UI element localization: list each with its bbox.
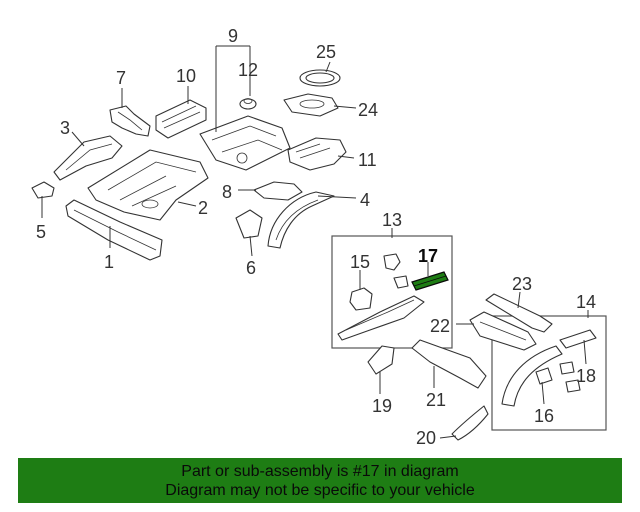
callout-1[interactable]: 1 [104, 252, 114, 272]
part-9-floor-pan[interactable] [199, 115, 291, 171]
callout-22[interactable]: 22 [430, 316, 450, 336]
part-21[interactable] [411, 339, 487, 389]
callout-25[interactable]: 25 [316, 42, 336, 62]
part-17-highlighted[interactable] [411, 271, 449, 291]
callout-20[interactable]: 20 [416, 428, 436, 448]
banner-line-2: Diagram may not be specific to your vehi… [165, 482, 475, 499]
part-2-floor[interactable] [87, 149, 209, 221]
callout-10[interactable]: 10 [176, 66, 196, 86]
callout-9[interactable]: 9 [228, 26, 238, 46]
callout-2[interactable]: 2 [198, 198, 208, 218]
callout-14[interactable]: 14 [576, 292, 596, 312]
callout-12[interactable]: 12 [238, 60, 258, 80]
banner-line-1: Part or sub-assembly is #17 in diagram [181, 463, 459, 480]
callout-21[interactable]: 21 [426, 390, 446, 410]
part-5-bracket[interactable] [31, 181, 55, 199]
part-18[interactable] [559, 329, 597, 349]
callout-17[interactable]: 17 [418, 246, 438, 266]
part-20[interactable] [451, 405, 489, 441]
callout-15[interactable]: 15 [350, 252, 370, 272]
part-7-bracket[interactable] [109, 105, 151, 137]
callout-24[interactable]: 24 [358, 100, 378, 120]
part-22[interactable] [469, 311, 537, 351]
part-13-rail[interactable] [337, 295, 425, 341]
part-10-panel[interactable] [155, 99, 207, 139]
part-19[interactable] [367, 345, 395, 375]
part-24-cover[interactable] [283, 93, 339, 117]
callout-18[interactable]: 18 [576, 366, 596, 386]
part-13-small-parts[interactable] [383, 253, 409, 289]
part-12-plug[interactable] [239, 98, 257, 110]
part-16[interactable] [535, 367, 553, 385]
part-4-wheelhouse[interactable] [267, 191, 335, 249]
part-14-wheelhouse[interactable] [501, 345, 563, 407]
part-23[interactable] [485, 293, 553, 333]
callout-5[interactable]: 5 [36, 222, 46, 242]
info-banner: Part or sub-assembly is #17 in diagram D… [18, 458, 622, 503]
callout-6[interactable]: 6 [246, 258, 256, 278]
part-25-ring[interactable] [299, 69, 341, 87]
callout-7[interactable]: 7 [116, 68, 126, 88]
part-3-rail[interactable] [53, 135, 123, 181]
part-14-small-parts[interactable] [559, 361, 581, 393]
callout-19[interactable]: 19 [372, 396, 392, 416]
part-6-bracket[interactable] [235, 209, 263, 239]
callout-numbers: 1 2 3 4 5 6 7 8 9 10 11 12 13 14 15 16 1… [36, 26, 596, 448]
callout-11[interactable]: 11 [358, 150, 377, 170]
callout-23[interactable]: 23 [512, 274, 532, 294]
part-11-shield[interactable] [287, 137, 347, 171]
callout-13[interactable]: 13 [382, 210, 402, 230]
part-1-crossmember[interactable] [65, 199, 163, 261]
part-8-bracket[interactable] [253, 181, 303, 201]
part-15[interactable] [349, 287, 373, 311]
leader-lines [41, 45, 589, 439]
callout-8[interactable]: 8 [222, 182, 232, 202]
callout-3[interactable]: 3 [60, 118, 70, 138]
callout-16[interactable]: 16 [534, 406, 554, 426]
callout-4[interactable]: 4 [360, 190, 370, 210]
